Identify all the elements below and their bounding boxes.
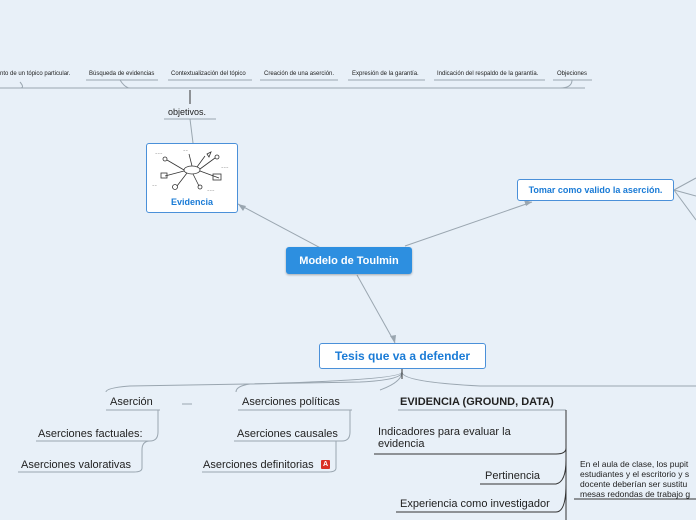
top-item-assertion-creation[interactable]: Creación de una aserción.	[264, 71, 335, 77]
asercion-child-factuales[interactable]: Aserciones factuales:	[38, 428, 143, 440]
svg-text:~~: ~~	[183, 148, 189, 152]
top-item-objections[interactable]: Objeciones	[557, 71, 588, 77]
top-item-evidence-search[interactable]: Búsqueda de evidencias	[89, 71, 155, 77]
subtopic-evidencia[interactable]: EVIDENCIA (GROUND, DATA)	[400, 396, 554, 408]
top-item-warrant-expression[interactable]: Expresión de la garantía.	[352, 71, 419, 77]
svg-text:~~~: ~~~	[207, 188, 215, 192]
evidencia-child-experiencia[interactable]: Experiencia como investigador	[400, 498, 550, 510]
politicas-child-causales[interactable]: Aserciones causales	[237, 428, 338, 440]
politicas-child-definitorias[interactable]: Aserciones definitorias	[203, 459, 314, 471]
asercion-child-valorativas[interactable]: Aserciones valorativas	[21, 459, 132, 471]
right-topic[interactable]: Tomar como valido la aserción.	[517, 179, 674, 201]
top-item-contextualization[interactable]: Contextualización del tópico	[171, 71, 246, 77]
svg-text:~~~: ~~~	[221, 165, 229, 169]
subtopic-asercion[interactable]: Aserción	[110, 396, 153, 408]
note-line-2: estudiantes y el escritorio y s	[580, 469, 690, 479]
top-item-warrant-backing[interactable]: Indicación del respaldo de la garantía.	[437, 71, 539, 77]
mindmap-thumbnail-icon: ~~~~~~~~ ~~~~~	[152, 148, 229, 192]
pdf-icon[interactable]: A	[321, 460, 330, 469]
central-topic[interactable]: Modelo de Toulmin	[286, 247, 412, 274]
main-topic[interactable]: Tesis que va a defender	[319, 343, 486, 369]
svg-text:~~~: ~~~	[155, 151, 163, 155]
note-line-3: docente deberían ser sustitu	[580, 479, 688, 489]
objectives-topic[interactable]: objetivos.	[168, 107, 207, 117]
evidencia-child-indicadores-line2[interactable]: evidencia	[378, 438, 425, 450]
evidencia-child-indicadores[interactable]: Indicadores para evaluar la	[378, 426, 511, 438]
svg-text:~~: ~~	[152, 183, 158, 187]
evidencia-child-pertinencia[interactable]: Pertinencia	[485, 470, 541, 482]
evidencia-card[interactable]: ~~~~~~~~ ~~~~~ Evidencia	[146, 143, 238, 213]
note-line-4: mesas redondas de trabajo g	[580, 489, 691, 499]
note-line-1: En el aula de clase, los pupit	[580, 459, 689, 469]
evidencia-label: Evidencia	[170, 197, 214, 207]
subtopic-politicas[interactable]: Aserciones políticas	[242, 396, 340, 408]
top-item-topic[interactable]: nto de un tópico particular.	[0, 71, 71, 77]
